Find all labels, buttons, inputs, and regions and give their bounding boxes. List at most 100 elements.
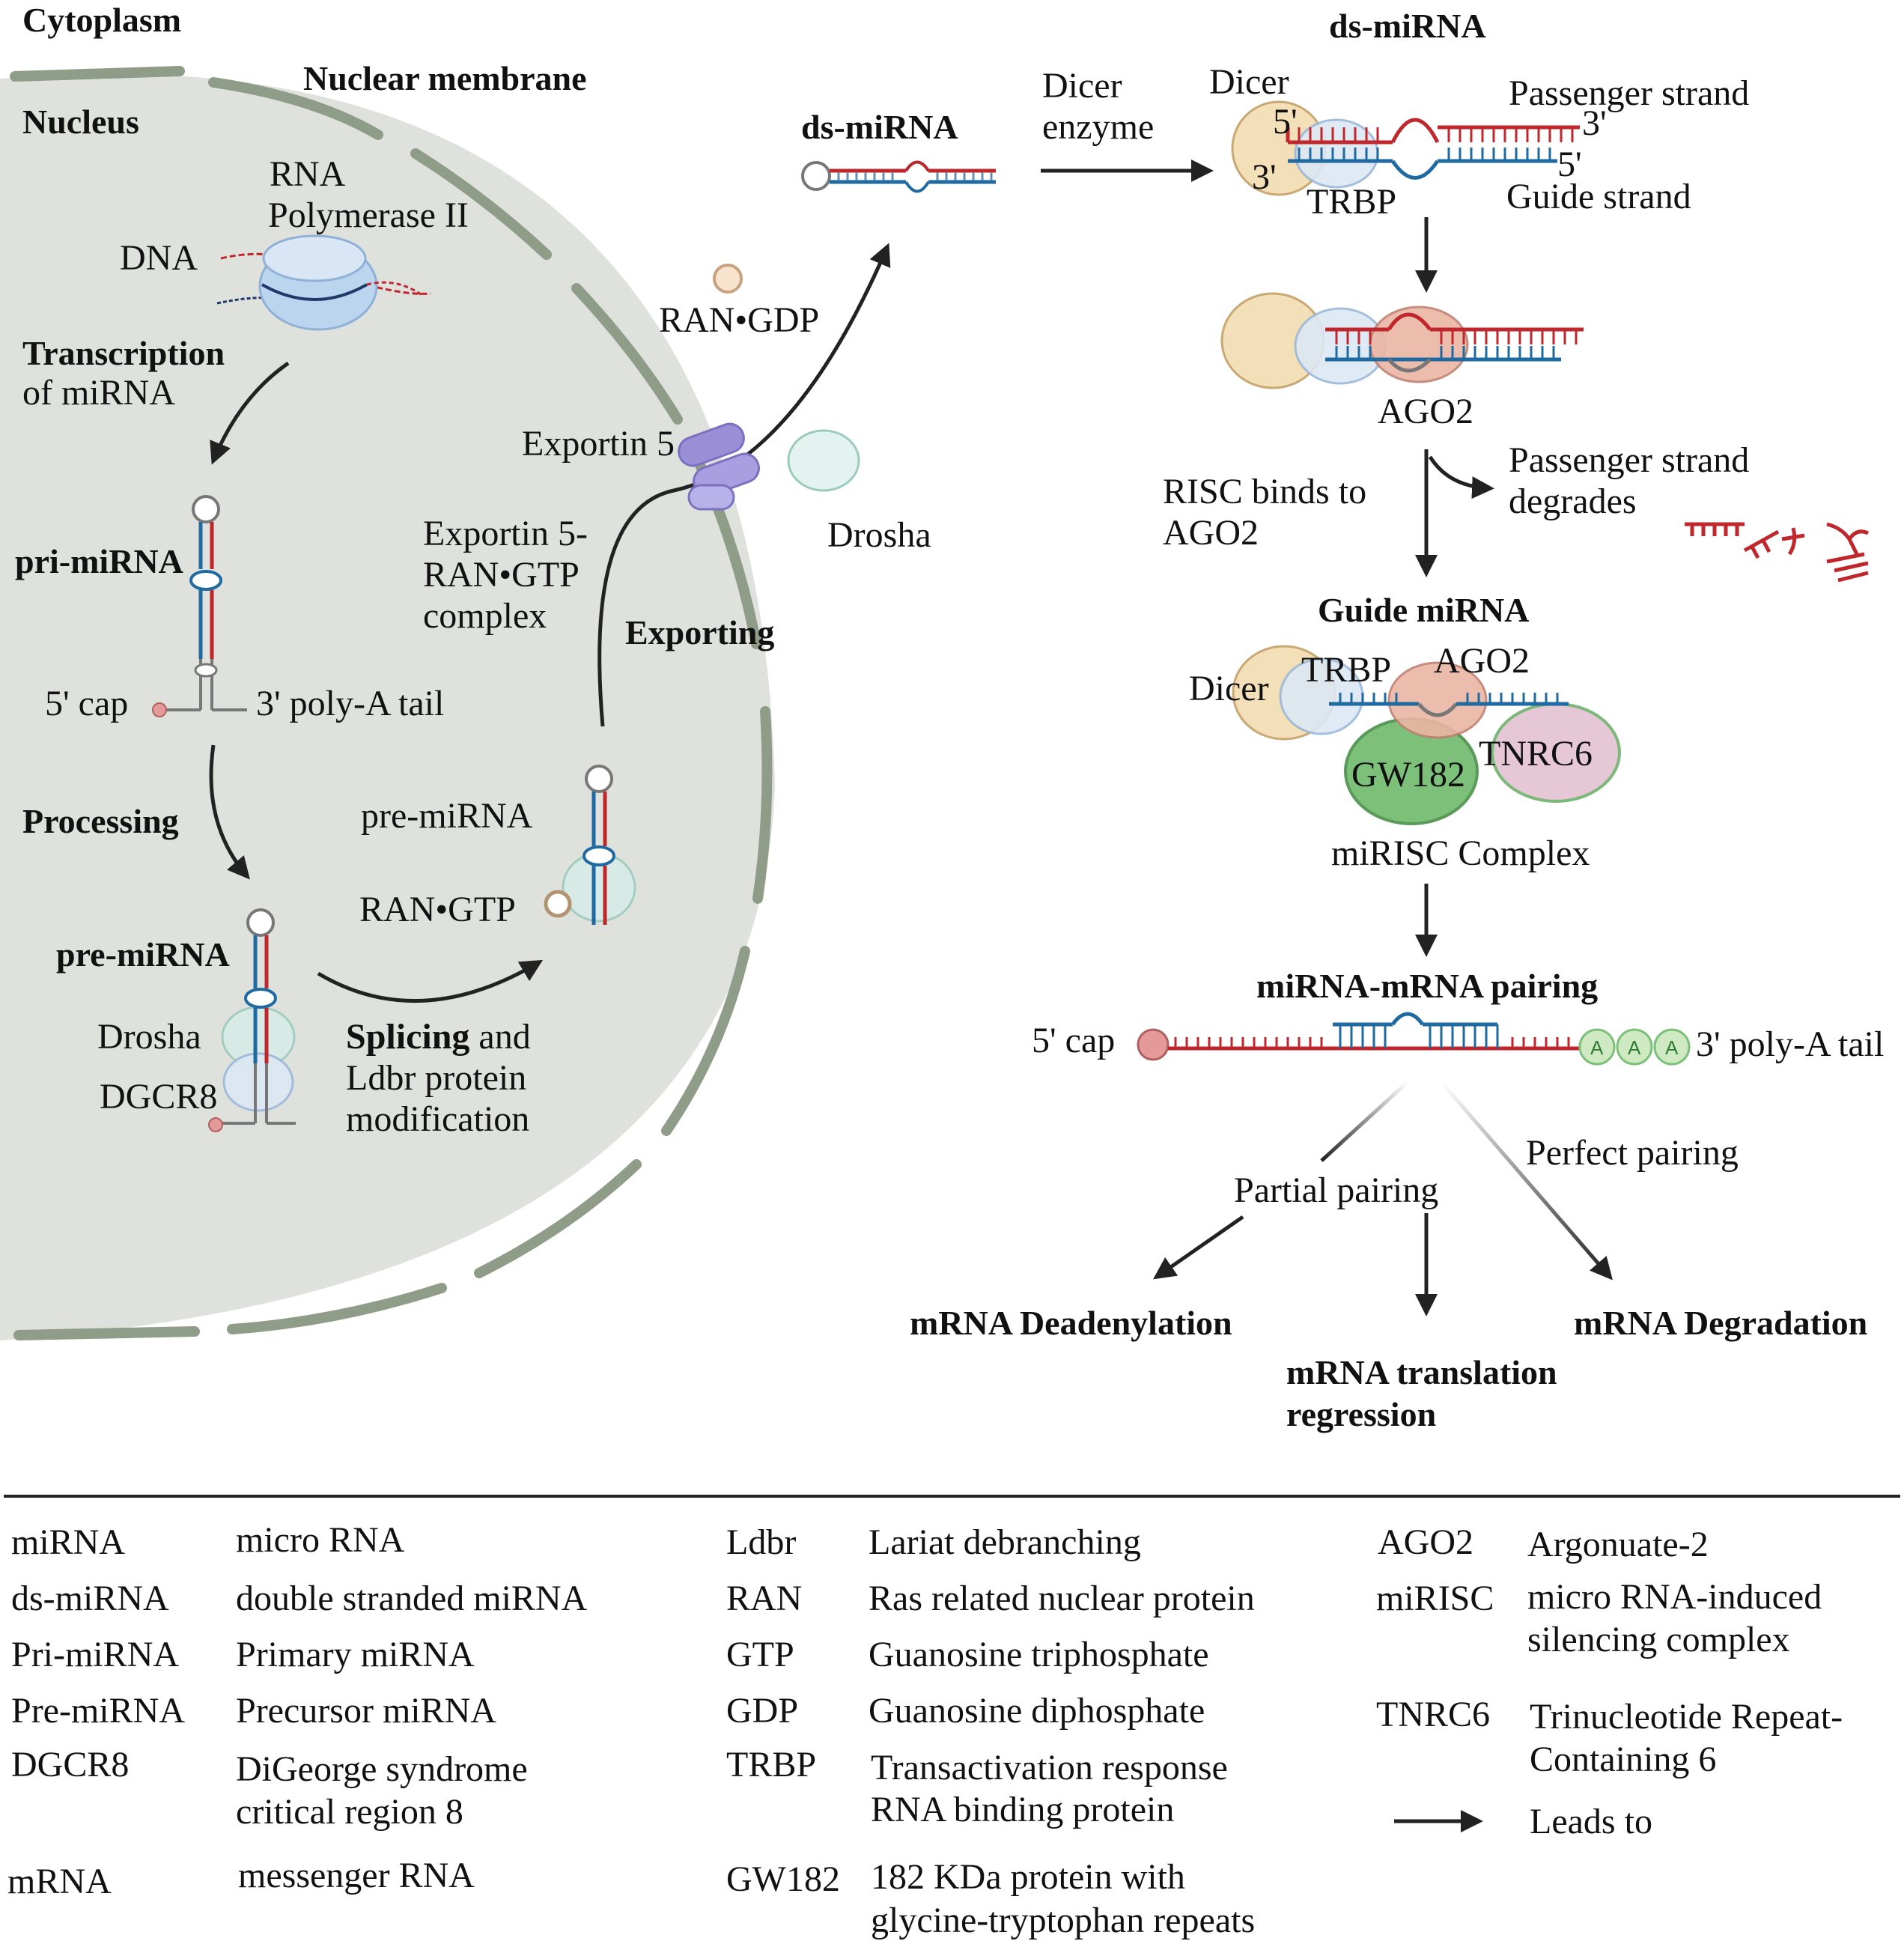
legend-desc: Primary miRNA [236, 1635, 475, 1674]
hairpin-rna-icon [544, 765, 636, 925]
rna-polymerase-icon [216, 234, 431, 331]
partial-pairing-label: Partial pairing [1234, 1170, 1438, 1210]
perfect-pairing-label: Perfect pairing [1526, 1133, 1739, 1173]
dicer-top-label: Dicer [1209, 62, 1289, 102]
nuclear-membrane-segments [10, 66, 773, 1340]
rna-polymerase-label-line1: RNA [270, 154, 346, 194]
legend-abbr: Pre-miRNA [11, 1691, 185, 1731]
ds-mirna-icon [801, 160, 996, 193]
hairpin-rna-icon [152, 495, 247, 717]
mirisc-complex-icon [1232, 645, 1621, 825]
polya-tail-label: 3' poly-A tail [256, 684, 444, 723]
splicing-bold-word: Splicing [346, 1017, 469, 1057]
exportin-complex-label-line3: complex [423, 596, 547, 636]
nuclear-membrane-label: Nuclear membrane [303, 59, 587, 97]
legend-desc-line2: Containing 6 [1530, 1740, 1716, 1779]
drosha-icon [787, 429, 860, 492]
mirna-mrna-pairing-icon: A A A [1137, 1012, 1691, 1066]
legend-desc-line2: critical region 8 [236, 1792, 463, 1832]
ds-mirna-mid-label: ds-miRNA [801, 108, 958, 146]
legend-abbr: TNRC6 [1376, 1695, 1490, 1734]
exporting-label: Exporting [625, 613, 774, 651]
legend-desc: Guanosine triphosphate [869, 1635, 1209, 1674]
legend-desc-line1: Trinucleotide Repeat- [1530, 1697, 1843, 1737]
arrow-icon [209, 744, 250, 880]
dicer-enzyme-label-line2: enzyme [1042, 107, 1154, 147]
polya-tail-2-label: 3' poly-A tail [1696, 1024, 1884, 1064]
ran-gdp-icon [713, 264, 743, 294]
processing-label: Processing [22, 802, 179, 840]
dicer-complex-label: Dicer [1189, 669, 1269, 708]
ago2-loading-icon [1220, 292, 1584, 389]
legend-abbr: GDP [726, 1691, 798, 1731]
legend-desc: Lariat debranching [869, 1522, 1141, 1562]
legend-abbr: miRNA [11, 1522, 125, 1562]
five-cap-label: 5' cap [45, 684, 128, 723]
ago2-complex-label: AGO2 [1434, 641, 1530, 681]
legend-desc-line2: RNA binding protein [871, 1790, 1174, 1829]
poly-a-letter: A [1665, 1036, 1679, 1059]
trbp-top-label: TRBP [1307, 182, 1396, 222]
three-prime-right-label: 3' [1582, 103, 1607, 143]
dicer-trbp-dsmirna-icon [1231, 100, 1580, 196]
splicing-label-line1: Splicing and [346, 1017, 531, 1057]
pairing-label: miRNA-mRNA pairing [1256, 967, 1598, 1005]
legend-desc: Leads to [1530, 1802, 1652, 1841]
degraded-fragment-icon [1685, 522, 1870, 583]
legend-abbr: DGCR8 [11, 1745, 129, 1784]
legend-desc-line1: Transactivation response [871, 1748, 1228, 1787]
tnrc6-label: TNRC6 [1479, 734, 1593, 774]
legend-abbr: AGO2 [1378, 1522, 1473, 1562]
legend-desc-line1: micro RNA-induced [1527, 1577, 1822, 1617]
legend-abbr: ds-miRNA [11, 1579, 169, 1618]
pri-mirna-label: pri-miRNA [15, 542, 183, 580]
arrow-icon [1320, 1081, 1409, 1162]
arrow-icon [1153, 1215, 1244, 1280]
legend-abbr: RAN [726, 1579, 802, 1618]
guide-strand-label: Guide strand [1506, 177, 1691, 216]
five-prime-right-label: 5' [1557, 145, 1582, 184]
ran-gtp-label: RAN•GTP [359, 890, 516, 929]
arrow-icon [1428, 455, 1494, 499]
exportin-complex-label-line1: Exportin 5- [423, 514, 588, 553]
mirisc-complex-label: miRISC Complex [1331, 833, 1590, 873]
cytoplasm-label: Cytoplasm [22, 1, 181, 39]
splicing-and-word: and [469, 1017, 530, 1057]
legend-desc: double stranded miRNA [236, 1579, 588, 1618]
three-prime-label: 3' [1252, 157, 1277, 197]
poly-a-letter: A [1628, 1036, 1641, 1059]
ran-gdp-label: RAN•GDP [659, 300, 819, 340]
legend-abbr: TRBP [726, 1745, 816, 1784]
legend: miRNA micro RNA ds-miRNA double stranded… [7, 1520, 1843, 1940]
legend-desc-line1: 182 KDa protein with [871, 1857, 1185, 1897]
risc-binds-label-line1: RISC binds to [1163, 472, 1366, 511]
legend-desc: Guanosine diphosphate [869, 1691, 1205, 1731]
poly-a-letter: A [1590, 1036, 1604, 1059]
arrow-icon [1440, 1081, 1613, 1281]
drosha-outer-label: Drosha [827, 515, 931, 555]
legend-desc: Ras related nuclear protein [869, 1579, 1255, 1618]
legend-abbr: Ldbr [726, 1522, 796, 1562]
passenger-degrades-label-line1: Passenger strand [1509, 440, 1749, 480]
outcome-translation-line1: mRNA translation [1286, 1353, 1557, 1391]
legend-desc: Precursor miRNA [236, 1691, 496, 1731]
legend-abbr: GW182 [726, 1859, 840, 1899]
ds-mirna-top-label: ds-miRNA [1329, 7, 1486, 45]
passenger-strand-label: Passenger strand [1509, 73, 1749, 113]
outcome-translation-line2: regression [1286, 1395, 1436, 1433]
five-prime-label: 5' [1273, 102, 1298, 142]
legend-desc: Argonuate-2 [1527, 1525, 1709, 1564]
legend-abbr: GTP [726, 1635, 794, 1674]
hairpin-rna-icon [208, 908, 296, 1132]
nucleus-region [0, 66, 775, 1341]
rna-polymerase-label-line2: Polymerase II [268, 195, 469, 235]
legend-desc-line2: glycine-tryptophan repeats [871, 1901, 1255, 1940]
legend-desc: messenger RNA [238, 1856, 475, 1895]
pre-mirna-plain-label: pre-miRNA [361, 796, 533, 836]
splicing-label-line3: modification [346, 1099, 529, 1139]
outcome-degradation: mRNA Degradation [1574, 1304, 1867, 1342]
exportin-complex-label-line2: RAN•GTP [423, 555, 580, 595]
risc-binds-label-line2: AGO2 [1163, 513, 1259, 553]
guide-mirna-label: Guide miRNA [1318, 591, 1529, 629]
dicer-enzyme-label-line1: Dicer [1042, 66, 1122, 106]
